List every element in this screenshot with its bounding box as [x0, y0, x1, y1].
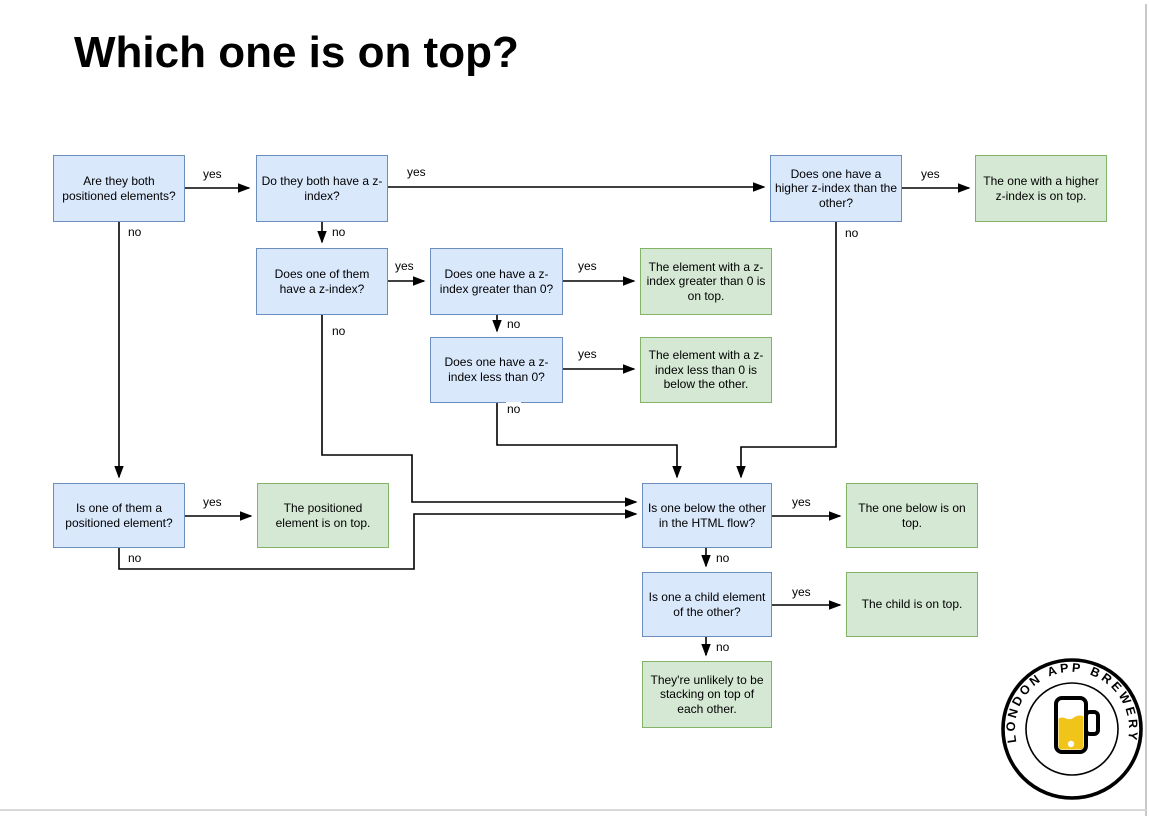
- edge-label: yes: [577, 347, 598, 361]
- home-button: [1067, 740, 1075, 748]
- edge-label: no: [506, 402, 522, 416]
- edge-label: yes: [920, 167, 941, 181]
- node-q-one-zindex: Does one of them have a z-index?: [256, 248, 388, 315]
- node-text: They're unlikely to be stacking on top o…: [650, 672, 764, 716]
- edge-label: yes: [202, 167, 223, 181]
- node-text: The element with a z-index greater than …: [646, 259, 766, 303]
- canvas-bottom-border: [0, 809, 1146, 811]
- edge-label: no: [844, 226, 860, 240]
- node-text: Is one of them a positioned element?: [65, 500, 173, 530]
- node-text: Does one of them have a z-index?: [274, 266, 370, 296]
- edge-label: no: [715, 640, 731, 654]
- edge-label: no: [127, 225, 143, 239]
- beer-fill: [1058, 715, 1084, 750]
- edge-label: no: [127, 551, 143, 565]
- beer-mug-icon: [1054, 696, 1100, 754]
- node-text: Is one a child element of the other?: [648, 589, 766, 619]
- node-q-one-positioned: Is one of them a positioned element?: [53, 483, 185, 548]
- node-text: The element with a z-index less than 0 i…: [648, 348, 764, 392]
- edge-label: yes: [406, 165, 427, 179]
- connector-no: [496, 403, 682, 479]
- node-text: The one with a higher z-index is on top.: [983, 173, 1099, 203]
- node-q-both-zindex: Do they both have a z-index?: [256, 155, 388, 222]
- node-text: Does one have a higher z-index than the …: [774, 166, 898, 210]
- node-r-child-on-top: The child is on top.: [846, 572, 978, 637]
- node-text: Does one have a z-index less than 0?: [444, 355, 549, 384]
- node-q-higher-zindex: Does one have a higher z-index than the …: [770, 155, 902, 222]
- node-r-gt0-on-top: The element with a z-index greater than …: [640, 248, 772, 315]
- canvas-right-border: [1145, 4, 1147, 816]
- node-q-zindex-lt0: Does one have a z-index less than 0?: [430, 337, 563, 403]
- edge-label: no: [331, 324, 347, 338]
- node-r-lt0-below: The element with a z-index less than 0 i…: [640, 337, 772, 403]
- node-r-below-on-top: The one below is on top.: [846, 483, 978, 548]
- edge-label: yes: [202, 495, 223, 509]
- node-text: The one below is on top.: [858, 500, 966, 530]
- node-q-below-html: Is one below the other in the HTML flow?: [642, 483, 772, 548]
- node-text: Are they both positioned elements?: [62, 173, 176, 203]
- logo-badge: LONDON APP BREWERY: [1001, 658, 1143, 800]
- edge-label: yes: [394, 259, 415, 273]
- node-q-both-positioned: Are they both positioned elements?: [53, 155, 185, 222]
- node-text: The child is on top.: [861, 597, 963, 612]
- edge-label: yes: [791, 495, 812, 509]
- edge-label: no: [506, 317, 522, 331]
- edge-label: no: [331, 225, 347, 239]
- node-r-higher-on-top: The one with a higher z-index is on top.: [975, 155, 1107, 222]
- node-text: The positioned element is on top.: [275, 500, 371, 530]
- node-r-positioned-on-top: The positioned element is on top.: [257, 483, 389, 548]
- node-r-unlikely: They're unlikely to be stacking on top o…: [642, 661, 772, 728]
- node-text: Do they both have a z-index?: [261, 173, 383, 203]
- node-text: Is one below the other in the HTML flow?: [647, 500, 767, 530]
- edge-label: no: [715, 551, 731, 565]
- node-text: Does one have a z-index greater than 0?: [439, 266, 554, 296]
- page-title: Which one is on top?: [74, 28, 519, 77]
- node-q-zindex-gt0: Does one have a z-index greater than 0?: [430, 248, 563, 315]
- edge-label: yes: [791, 585, 812, 599]
- edge-label: yes: [577, 259, 598, 273]
- node-q-child: Is one a child element of the other?: [642, 572, 772, 637]
